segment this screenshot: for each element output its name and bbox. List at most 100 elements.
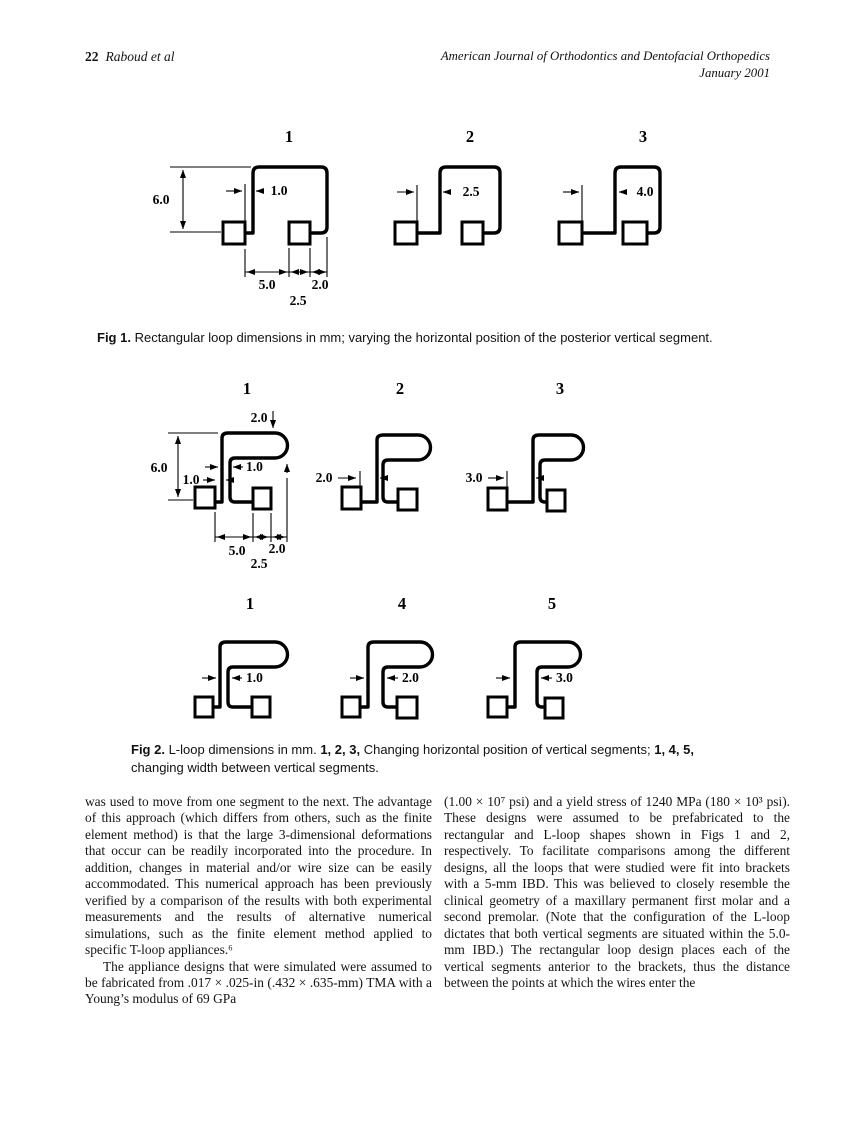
running-authors: Raboud et al — [105, 49, 175, 64]
fig2r1-diagram-3: 3 3.0 — [466, 379, 586, 513]
diagram-number: 1 — [285, 127, 293, 146]
figure1-caption-text: Rectangular loop dimensions in mm; varyi… — [134, 330, 713, 345]
diagram-number: 3 — [556, 379, 564, 398]
fig2r2-diagram-1: 1 1.0 — [193, 594, 290, 719]
bracket-square — [251, 486, 273, 511]
dimension-bottom: 5.0 2.0 2.5 — [214, 478, 288, 571]
dimension-top: 2.0 — [251, 410, 291, 473]
dimension-offset: 2.5 — [397, 184, 480, 221]
diagram-number: 2 — [396, 379, 404, 398]
bracket-square — [193, 695, 215, 719]
loop-wire — [358, 433, 433, 504]
bracket-square — [621, 220, 649, 246]
issue-date: January 2001 — [699, 66, 770, 80]
diagram-number: 4 — [398, 594, 406, 613]
figure1-caption-label: Fig 1. — [97, 330, 131, 345]
bracket-square — [543, 696, 565, 720]
dim-label-offset: 3.0 — [466, 470, 483, 485]
figure2-row1-diagrams: 1 2.0 6.0 1.0 1.0 — [151, 379, 586, 571]
dimension-height: 6.0 — [153, 166, 251, 233]
page-number: 22 — [85, 49, 99, 64]
dimension-offset: 1.0 — [226, 183, 288, 221]
loop-wire — [505, 433, 586, 504]
fig2r1-diagram-1: 1 2.0 6.0 1.0 1.0 — [151, 379, 291, 571]
dimension-offset: 4.0 — [563, 184, 654, 221]
dim-label-mid: 2.5 — [290, 293, 307, 308]
header-right: American Journal of Orthodontics and Den… — [441, 48, 770, 82]
dimension-width: 1.0 — [202, 670, 263, 685]
bracket-square — [221, 220, 247, 246]
dimension-offset: 2.0 — [316, 470, 389, 486]
figure1-caption: Fig 1. Rectangular loop dimensions in mm… — [97, 329, 773, 347]
body-paragraph: was used to move from one segment to the… — [85, 794, 432, 958]
bracket-square — [393, 220, 419, 246]
figure2-caption-seg2: changing width between vertical segments… — [131, 759, 379, 775]
loop-wire — [415, 165, 502, 235]
dim-label-offset: 1.0 — [271, 183, 288, 198]
dim-label-width: 3.0 — [556, 670, 573, 685]
dim-label-width: 2.0 — [402, 670, 419, 685]
loop-wire — [243, 165, 329, 235]
dim-label-inner: 1.0 — [246, 459, 263, 474]
loop-wire — [358, 640, 435, 709]
dimension-offset: 3.0 — [466, 470, 545, 487]
dim-label-ibd: 5.0 — [229, 543, 246, 558]
header-left: 22 Raboud et al — [85, 49, 175, 65]
body-left-column: was used to move from one segment to the… — [85, 794, 432, 1008]
bracket-square — [557, 220, 584, 246]
bracket-square — [395, 695, 419, 720]
dim-label-width: 1.0 — [246, 670, 263, 685]
dim-label-right: 2.0 — [312, 277, 329, 292]
dim-label-ibd: 5.0 — [259, 277, 276, 292]
figure2-caption: Fig 2. L-loop dimensions in mm. 1, 2, 3,… — [131, 741, 779, 776]
dim-label-offset: 2.5 — [463, 184, 480, 199]
fig1-diagram-2: 2 2.5 — [393, 127, 502, 246]
diagram-number: 5 — [548, 594, 556, 613]
figure2-caption-intro: L-loop dimensions in mm. — [168, 742, 317, 757]
dim-label-top: 2.0 — [251, 410, 268, 425]
figure2-caption-bold2: 1, 4, 5, — [654, 742, 694, 757]
loop-wire — [213, 431, 290, 504]
dimension-inner: 1.0 — [205, 459, 263, 474]
fig1-diagram-3: 3 4.0 — [557, 127, 662, 246]
diagram-number: 2 — [466, 127, 474, 146]
dim-label-offset: 4.0 — [637, 184, 654, 199]
bracket-square — [287, 220, 312, 246]
dim-label-offset: 1.0 — [183, 472, 200, 487]
bracket-square — [340, 695, 362, 719]
fig2r2-diagram-4: 4 2.0 — [340, 594, 435, 720]
fig2r2-diagram-5: 5 3.0 — [486, 594, 583, 720]
fig2r1-diagram-2: 2 2.0 — [316, 379, 433, 512]
dimension-offset: 1.0 — [183, 472, 235, 487]
figure1-diagrams: 1 6.0 1.0 — [153, 127, 662, 308]
bracket-square — [545, 488, 567, 513]
fig1-diagram-1: 1 6.0 1.0 — [153, 127, 329, 308]
diagram-number: 1 — [243, 379, 251, 398]
dim-label-mid: 2.5 — [251, 556, 268, 571]
bracket-square — [396, 487, 419, 512]
journal-title: American Journal of Orthodontics and Den… — [440, 49, 770, 63]
figure2-caption-bold1: 1, 2, 3, — [320, 742, 361, 757]
dimension-bottom: 5.0 2.0 2.5 — [244, 237, 329, 308]
bracket-square — [250, 695, 272, 719]
figure2-caption-label: Fig 2. — [131, 742, 165, 757]
dim-label-height: 6.0 — [153, 192, 170, 207]
dim-label-right: 2.0 — [269, 541, 286, 556]
bracket-square — [486, 695, 509, 719]
dimension-height: 6.0 — [151, 432, 218, 501]
bracket-square — [460, 220, 485, 246]
bracket-square — [193, 485, 217, 510]
body-paragraph: (1.00 × 10⁷ psi) and a yield stress of 1… — [444, 794, 790, 990]
diagram-number: 3 — [639, 127, 647, 146]
figure2-row2-diagrams: 1 1.0 4 2.0 5 — [193, 594, 583, 720]
dim-label-offset: 2.0 — [316, 470, 333, 485]
dimension-width: 2.0 — [350, 670, 419, 685]
bracket-square — [486, 486, 509, 512]
figure2-caption-seg1: Changing horizontal position of vertical… — [363, 742, 651, 757]
dim-label-height: 6.0 — [151, 460, 168, 475]
body-paragraph: The appliance designs that were simulate… — [85, 958, 432, 1007]
loop-wire — [580, 165, 662, 235]
dimension-width: 3.0 — [496, 670, 573, 685]
bracket-square — [340, 485, 363, 511]
